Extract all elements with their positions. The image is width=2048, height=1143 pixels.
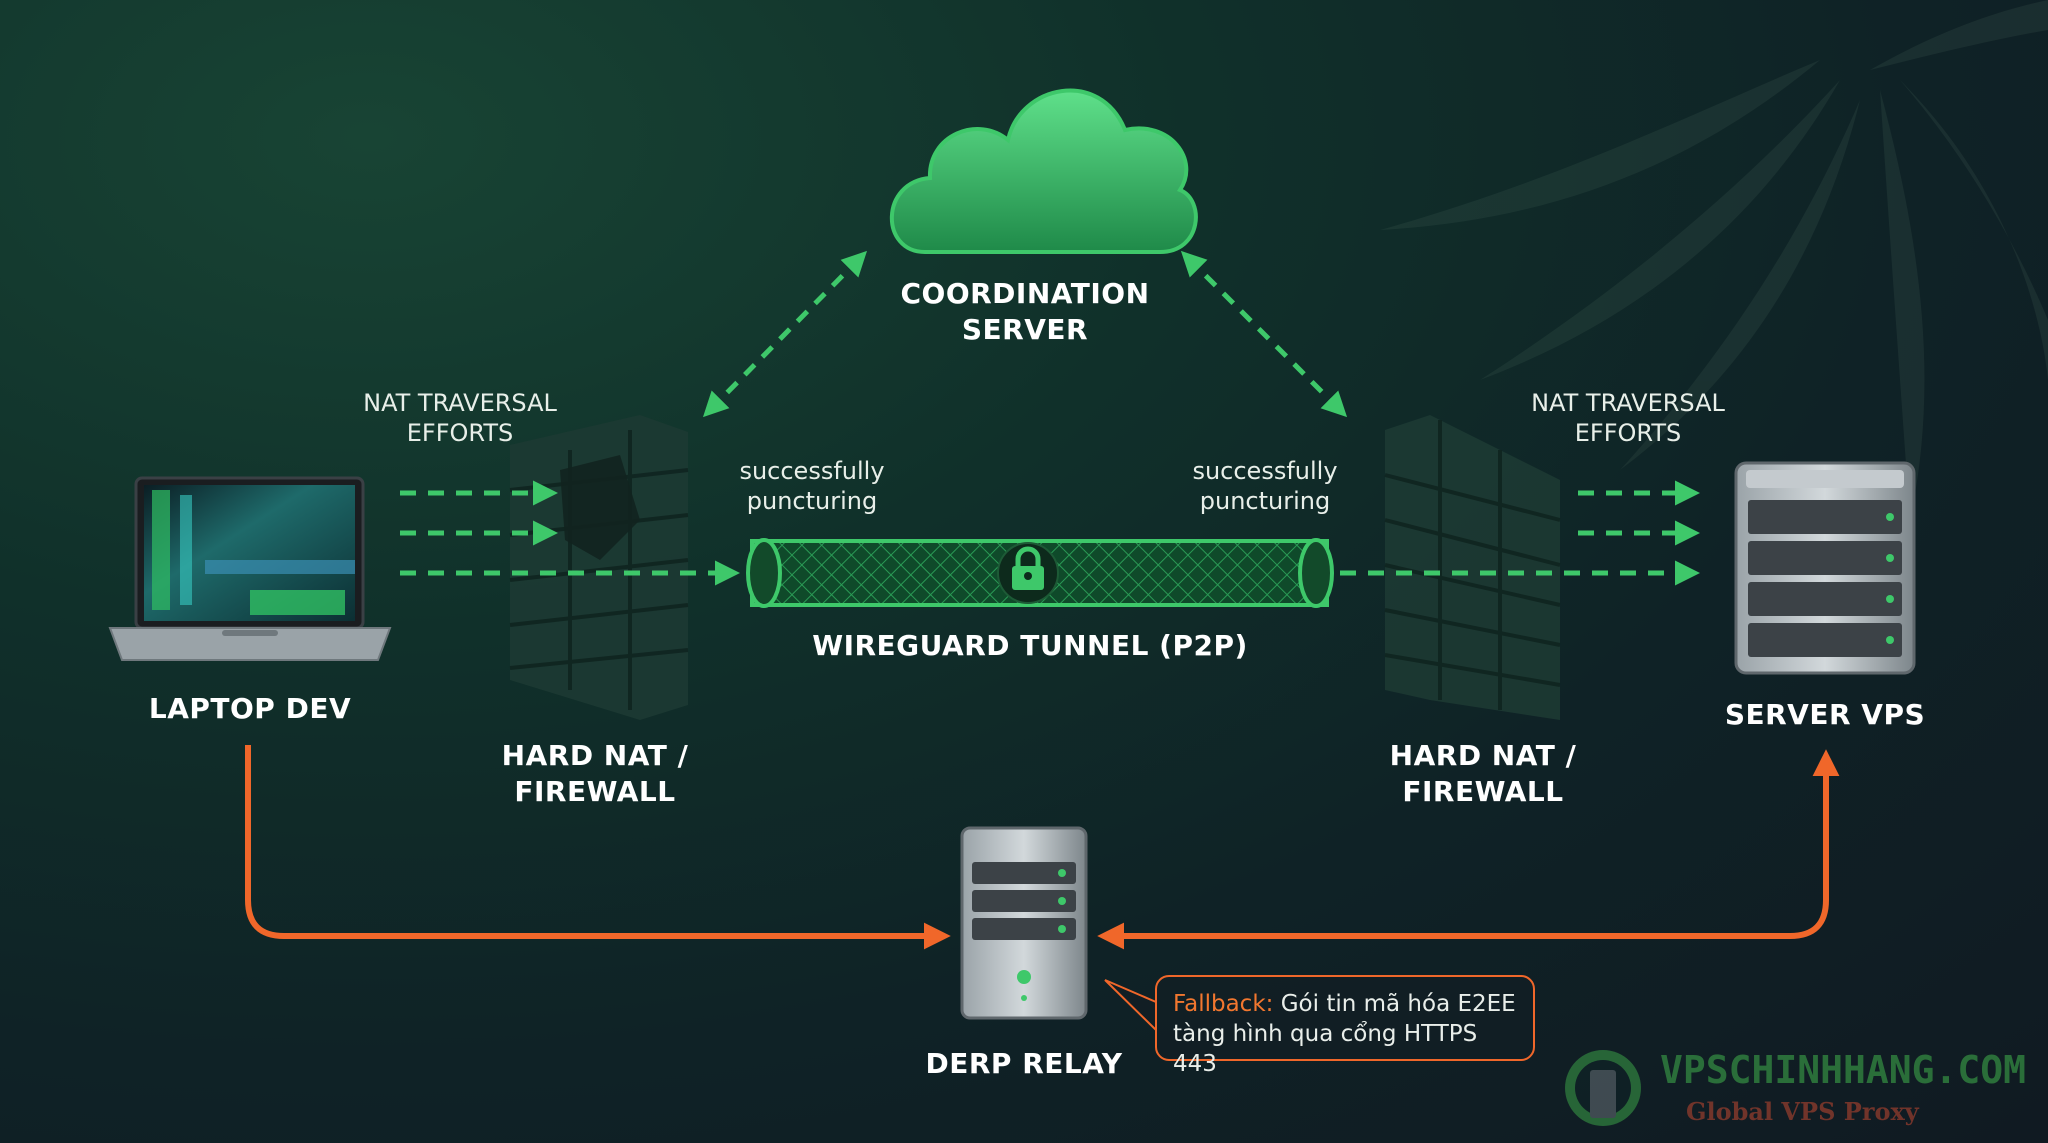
fallback-line2: tàng hình qua cổng HTTPS 443 bbox=[1173, 1021, 1478, 1077]
firewall-right-label: HARD NAT / FIREWALL bbox=[1389, 739, 1577, 808]
firewall-left-label: HARD NAT / FIREWALL bbox=[501, 739, 689, 808]
server-vps-icon bbox=[1734, 461, 1916, 675]
nat-traversal-left-label: NAT TRAVERSAL EFFORTS bbox=[363, 389, 557, 447]
fallback-callout: Fallback: Gói tin mã hóa E2EE tàng hình … bbox=[1155, 975, 1535, 1077]
fallback-callout-pointer bbox=[1104, 979, 1157, 1033]
coordination-server-label: COORDINATION SERVER bbox=[900, 277, 1150, 346]
puncture-left-label: successfully puncturing bbox=[739, 457, 885, 515]
fallback-path-laptop bbox=[245, 745, 951, 950]
derp-relay-label: DERP RELAY bbox=[925, 1047, 1123, 1080]
palm-leaf-decoration bbox=[1380, 0, 2048, 520]
brand-logo-icon bbox=[1565, 1050, 1641, 1126]
coordination-left-link bbox=[702, 250, 868, 418]
server-vps-label: SERVER VPS bbox=[1724, 698, 1926, 731]
nat-traversal-right-arrows bbox=[1340, 480, 1700, 586]
fallback-line1: Gói tin mã hóa E2EE bbox=[1273, 991, 1516, 1017]
fallback-prefix: Fallback: bbox=[1173, 991, 1274, 1017]
laptop-dev-label: LAPTOP DEV bbox=[148, 692, 352, 725]
cloud-icon bbox=[889, 88, 1198, 254]
lock-icon bbox=[997, 542, 1059, 604]
wireguard-tunnel-label: WIREGUARD TUNNEL (P2P) bbox=[812, 629, 1248, 662]
derp-relay-icon bbox=[960, 826, 1088, 1020]
nat-traversal-left-arrows bbox=[400, 480, 740, 586]
fallback-path-server bbox=[1097, 749, 1840, 950]
brand-name: VPSCHINHHANG.COM bbox=[1660, 1048, 2027, 1092]
nat-traversal-right-label: NAT TRAVERSAL EFFORTS bbox=[1531, 389, 1725, 447]
brand-tagline: Global VPS Proxy bbox=[1686, 1097, 1919, 1126]
firewall-left-icon bbox=[509, 415, 689, 720]
firewall-right-icon bbox=[1384, 415, 1561, 720]
laptop-icon bbox=[108, 476, 392, 661]
puncture-right-label: successfully puncturing bbox=[1192, 457, 1338, 515]
coordination-right-link bbox=[1180, 250, 1348, 418]
